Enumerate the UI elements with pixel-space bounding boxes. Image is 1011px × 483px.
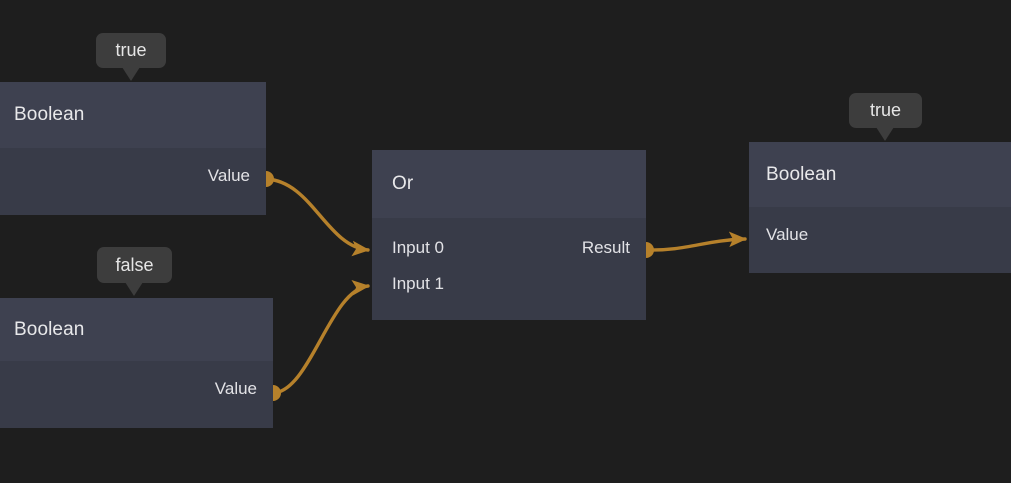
node-title: Boolean	[766, 163, 837, 185]
port-label: Result	[581, 238, 630, 257]
tooltip-boolean-result: true	[849, 93, 922, 141]
node-header[interactable]: Boolean	[0, 82, 266, 148]
output-port-result[interactable]: Result	[582, 238, 630, 258]
output-port-value[interactable]: Value	[208, 166, 250, 186]
tooltip-label: true	[869, 100, 902, 120]
input-port-input-0[interactable]: Input 0	[392, 238, 444, 258]
input-port-value[interactable]: Value	[766, 225, 808, 245]
node-boolean-result[interactable]: Boolean Value	[749, 142, 1011, 273]
output-port-value[interactable]: Value	[215, 379, 257, 399]
tooltip-boolean-false-bottom: false	[97, 247, 172, 296]
tooltip-tail-icon	[122, 67, 140, 81]
node-body: Value	[749, 207, 1011, 273]
node-body: Value	[0, 148, 266, 215]
port-label: Input 1	[392, 274, 444, 293]
port-label: Value	[214, 379, 257, 398]
tooltip-label: false	[115, 254, 154, 275]
tooltip-tail-icon	[125, 282, 143, 296]
edge-boolean-false-to-input1	[271, 279, 370, 395]
node-body: Input 0 Input 1 Result	[372, 218, 646, 320]
tooltip-label: true	[115, 40, 147, 60]
port-label: Value	[207, 166, 250, 185]
node-body: Value	[0, 361, 273, 428]
port-label: Input 0	[392, 238, 444, 257]
node-title: Boolean	[14, 104, 85, 125]
tooltip-boolean-true-top: true	[96, 33, 166, 81]
node-boolean-true-top[interactable]: Boolean Value	[0, 82, 266, 215]
node-boolean-false-bottom[interactable]: Boolean Value	[0, 298, 273, 428]
edge-result-to-boolean-value	[644, 231, 747, 252]
node-or[interactable]: Or Input 0 Input 1 Result	[372, 150, 646, 320]
input-port-input-1[interactable]: Input 1	[392, 274, 444, 294]
node-header[interactable]: Boolean	[0, 298, 273, 361]
node-title: Boolean	[14, 318, 85, 340]
node-header[interactable]: Or	[372, 150, 646, 218]
node-header[interactable]: Boolean	[749, 142, 1011, 207]
node-title: Or	[392, 173, 414, 194]
edge-boolean-true-to-input0	[264, 177, 370, 257]
tooltip-tail-icon	[876, 127, 894, 141]
port-label: Value	[766, 225, 809, 244]
